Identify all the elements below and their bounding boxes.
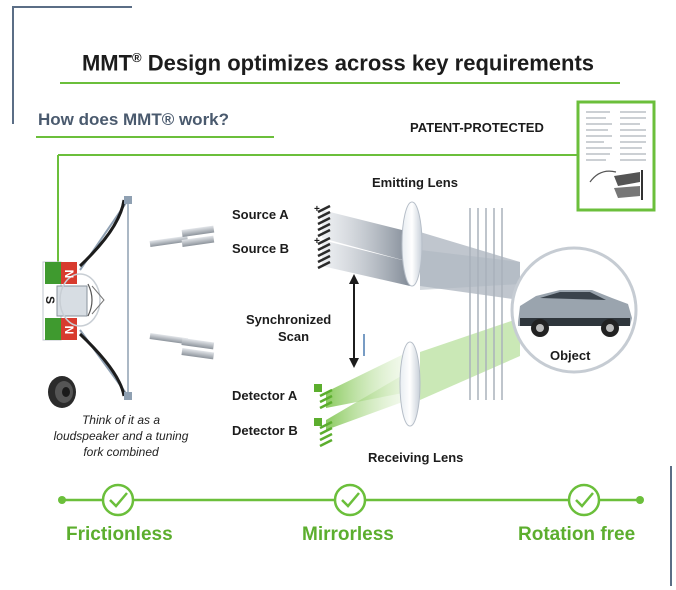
patent-document xyxy=(576,100,656,212)
detector-a-array xyxy=(314,384,333,410)
tuning-fork-upper xyxy=(149,225,215,247)
synchronized-label: Synchronized xyxy=(246,312,332,327)
magnet-n-top: N xyxy=(62,270,76,279)
source-a-label: Source A xyxy=(232,207,289,222)
receiving-lens xyxy=(399,341,421,427)
receiving-lens-label: Receiving Lens xyxy=(368,450,464,465)
check-icon xyxy=(567,483,601,517)
title-underline xyxy=(60,82,620,84)
check-icon xyxy=(333,483,367,517)
speaker-caption: Think of it as a loudspeaker and a tunin… xyxy=(53,413,189,459)
detector-a-label: Detector A xyxy=(232,388,298,403)
frame-accent-left xyxy=(12,6,14,124)
benefit-mirrorless: Mirrorless xyxy=(302,524,394,545)
emitting-lens-label: Emitting Lens xyxy=(372,175,458,190)
svg-text:+: + xyxy=(314,204,320,215)
detector-b-label: Detector B xyxy=(232,423,298,438)
magnet-n-bottom: N xyxy=(62,326,76,335)
source-a-array: + xyxy=(314,204,331,238)
source-b-array: + xyxy=(314,236,331,270)
tuning-fork-lower xyxy=(149,333,215,360)
patent-label: PATENT-PROTECTED xyxy=(410,120,544,135)
frame-accent-top xyxy=(12,6,132,8)
patent-connector xyxy=(57,154,580,262)
benefit-frictionless: Frictionless xyxy=(66,524,173,545)
source-b-label: Source B xyxy=(232,241,290,256)
scan-arrow xyxy=(349,274,365,368)
transducer-assembly xyxy=(42,261,105,341)
scan-label: Scan xyxy=(278,329,310,344)
detector-b-array xyxy=(314,418,333,448)
received-beams xyxy=(326,318,520,430)
check-icon xyxy=(101,483,135,517)
svg-text:+: + xyxy=(314,236,320,247)
emitting-lens xyxy=(401,201,423,287)
section-subtitle: How does MMT® work? xyxy=(38,110,230,129)
magnet-s: S xyxy=(43,296,57,304)
object-target xyxy=(510,246,638,374)
slide-title: MMT® Design optimizes across key require… xyxy=(81,50,595,76)
speaker-cone xyxy=(78,196,132,400)
subtitle-underline xyxy=(36,136,274,138)
loudspeaker-icon xyxy=(48,376,76,408)
scan-plane-lines xyxy=(469,208,503,400)
frame-accent-right xyxy=(670,466,672,586)
benefit-rotation-free: Rotation free xyxy=(518,524,636,545)
object-label: Object xyxy=(550,348,591,363)
